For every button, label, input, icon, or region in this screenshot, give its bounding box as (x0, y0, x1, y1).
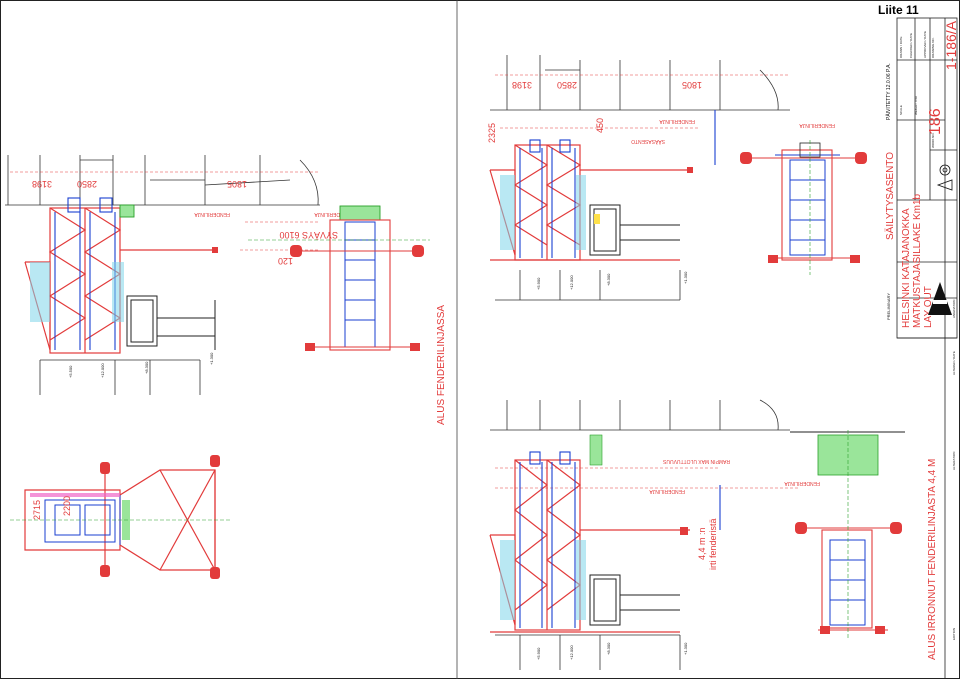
tb-approved: APPROVED / DATE (923, 31, 927, 58)
tb-drawn: DRAWN / DATE (899, 37, 903, 59)
tb-drawing-label: DRAWING NO. (931, 37, 935, 58)
level-3: +8.300 (144, 361, 149, 374)
rt-ramp-deck (775, 154, 840, 256)
right-bottom-title: ALUS IRRONNUT FENDERILINJASTA 4,4 M (927, 459, 938, 660)
tb-altered: ALTERED / DATE (952, 351, 956, 375)
tb-work-no: WORK NO. (931, 132, 935, 148)
rb-note-line1: 4,4 m :n (697, 527, 707, 560)
rb-level-3: +8.300 (606, 642, 611, 655)
rt-fender-label: FENDERILINJA (659, 118, 695, 124)
tb-scale: SCALE (899, 105, 903, 115)
rb-water-right (576, 540, 586, 620)
tb-drawing-no: 186 (927, 108, 944, 135)
right-top-title: SÄILYTYSASENTO (884, 152, 896, 240)
plan-fittings (100, 455, 220, 579)
right-bottom-elevation: RAMPIN MAX ULOTTUVUUS FENDERILINJA FENDE… (489, 399, 938, 670)
water-fill-left (30, 262, 50, 322)
rt-fender-label-2: FENDERILINJA (799, 122, 835, 128)
tb-weight: WEIGHT TNO (914, 95, 918, 115)
rt-level-2: +12.000 (569, 275, 574, 290)
rt-water-right (576, 175, 586, 250)
rt-ramp-deck-frame (745, 149, 865, 261)
plan-dim-2715: 2715 (32, 500, 42, 520)
rt-dim-3198: 3198 (512, 80, 532, 90)
dim-3198: 3198 (32, 179, 52, 189)
title-block: PRELIMINARY HELSINKI KATAJANOKKA MATKUST… (885, 17, 959, 679)
attachment-label: Liite 11 (878, 3, 919, 17)
rt-level-3: +8.300 (606, 273, 611, 286)
draft-label: SYVÄYS 6100 (279, 230, 338, 240)
rt-ramp-blue (519, 110, 716, 258)
rt-water-left (500, 175, 515, 250)
water-fill-right (112, 262, 124, 322)
level-2: +12.000 (100, 363, 105, 378)
fender-line-label: FENDERILINJA (194, 211, 230, 217)
ramp-deck (344, 221, 376, 348)
rb-dimension-lines (495, 467, 800, 489)
dim-2850: 2850 (77, 179, 97, 189)
tb-alteration: ALTERATION (952, 452, 956, 470)
rb-ramp-deck-frame (800, 527, 898, 631)
left-elevation: 3198 2850 1805 FENDERILINJA FENDERILINJA… (5, 155, 447, 425)
dim-1805: 1805 (227, 179, 247, 189)
company-logo-icon (928, 282, 952, 315)
rt-dim-2850: 2850 (557, 80, 577, 90)
rt-pier-box (589, 204, 680, 256)
red-fittings (212, 245, 424, 351)
tb-company: ANGINATION (952, 300, 956, 318)
plan-magenta-edge (30, 493, 120, 497)
plan-dim-2200: 2200 (62, 496, 72, 516)
rt-dim-1805: 1805 (682, 80, 702, 90)
ship-frame-lines (5, 155, 320, 395)
rt-ship-frame (490, 55, 790, 301)
rt-dim-2325: 2325 (487, 123, 497, 143)
rb-green-tag (589, 434, 603, 466)
rb-level-4: +1.300 (683, 642, 688, 655)
rt-yellow-tag (594, 214, 600, 224)
fender-line-label-2: FENDERILINJA (314, 211, 350, 217)
rb-level-2: +12.000 (569, 645, 574, 660)
rb-level-1: +5.900 (536, 647, 541, 660)
tb-project-line3: LAY OUT (923, 286, 934, 328)
rt-level-4: +1.300 (683, 271, 688, 284)
rt-fittings (687, 152, 867, 263)
tb-sheet-no: 1-186/A (943, 20, 959, 70)
tb-edition: EDITION (952, 628, 956, 640)
tb-preliminary: PRELIMINARY (886, 293, 891, 320)
left-view-title: ALUS FENDERILINJASSA (436, 305, 447, 425)
rb-ramp-max-label: RAMPIN MAX ULOTTUVUUS (662, 458, 730, 464)
tb-date-stamp: PÄIVITETTY 12.0.06 P.A. (885, 63, 892, 120)
level-1: +5.500 (68, 365, 73, 378)
fender-green (119, 204, 381, 221)
pier-box (126, 295, 216, 350)
left-plan-view: 2715 2200 (10, 455, 230, 579)
rb-ramp-deck (829, 539, 866, 626)
ramp-deck-frame (300, 219, 420, 351)
rb-pier-box (589, 574, 680, 626)
level-4: +1.300 (209, 352, 214, 365)
rb-ship-frame (490, 399, 790, 670)
dim-120: 120 (278, 256, 293, 266)
rt-storage-label: SÄÄSASENTO (631, 138, 665, 145)
rb-note-line2: irti fenderistä (708, 518, 718, 570)
rt-dimension-lines (495, 74, 790, 129)
right-top-elevation: 3198 2850 1805 2325 450 FENDERILINJA FEN… (487, 55, 896, 301)
tb-project-line1: HELSINKI KATAJANOKKA (901, 208, 912, 328)
rb-fender-label: FENDERILINJA (649, 488, 685, 494)
tb-checked: CHECKED / DATE (909, 33, 913, 58)
rb-ramp-blue (519, 451, 721, 628)
rt-dim-450: 450 (595, 118, 605, 133)
rt-level-1: +5.900 (536, 277, 541, 290)
rb-water-left (500, 540, 515, 620)
projection-symbol-icon (936, 164, 953, 191)
tb-project-line2: MATKUSTAJASILLAKE Km1b (912, 193, 923, 328)
rb-fender-label-2: FENDERILINJA (784, 480, 820, 486)
dimension-lines (10, 171, 320, 251)
